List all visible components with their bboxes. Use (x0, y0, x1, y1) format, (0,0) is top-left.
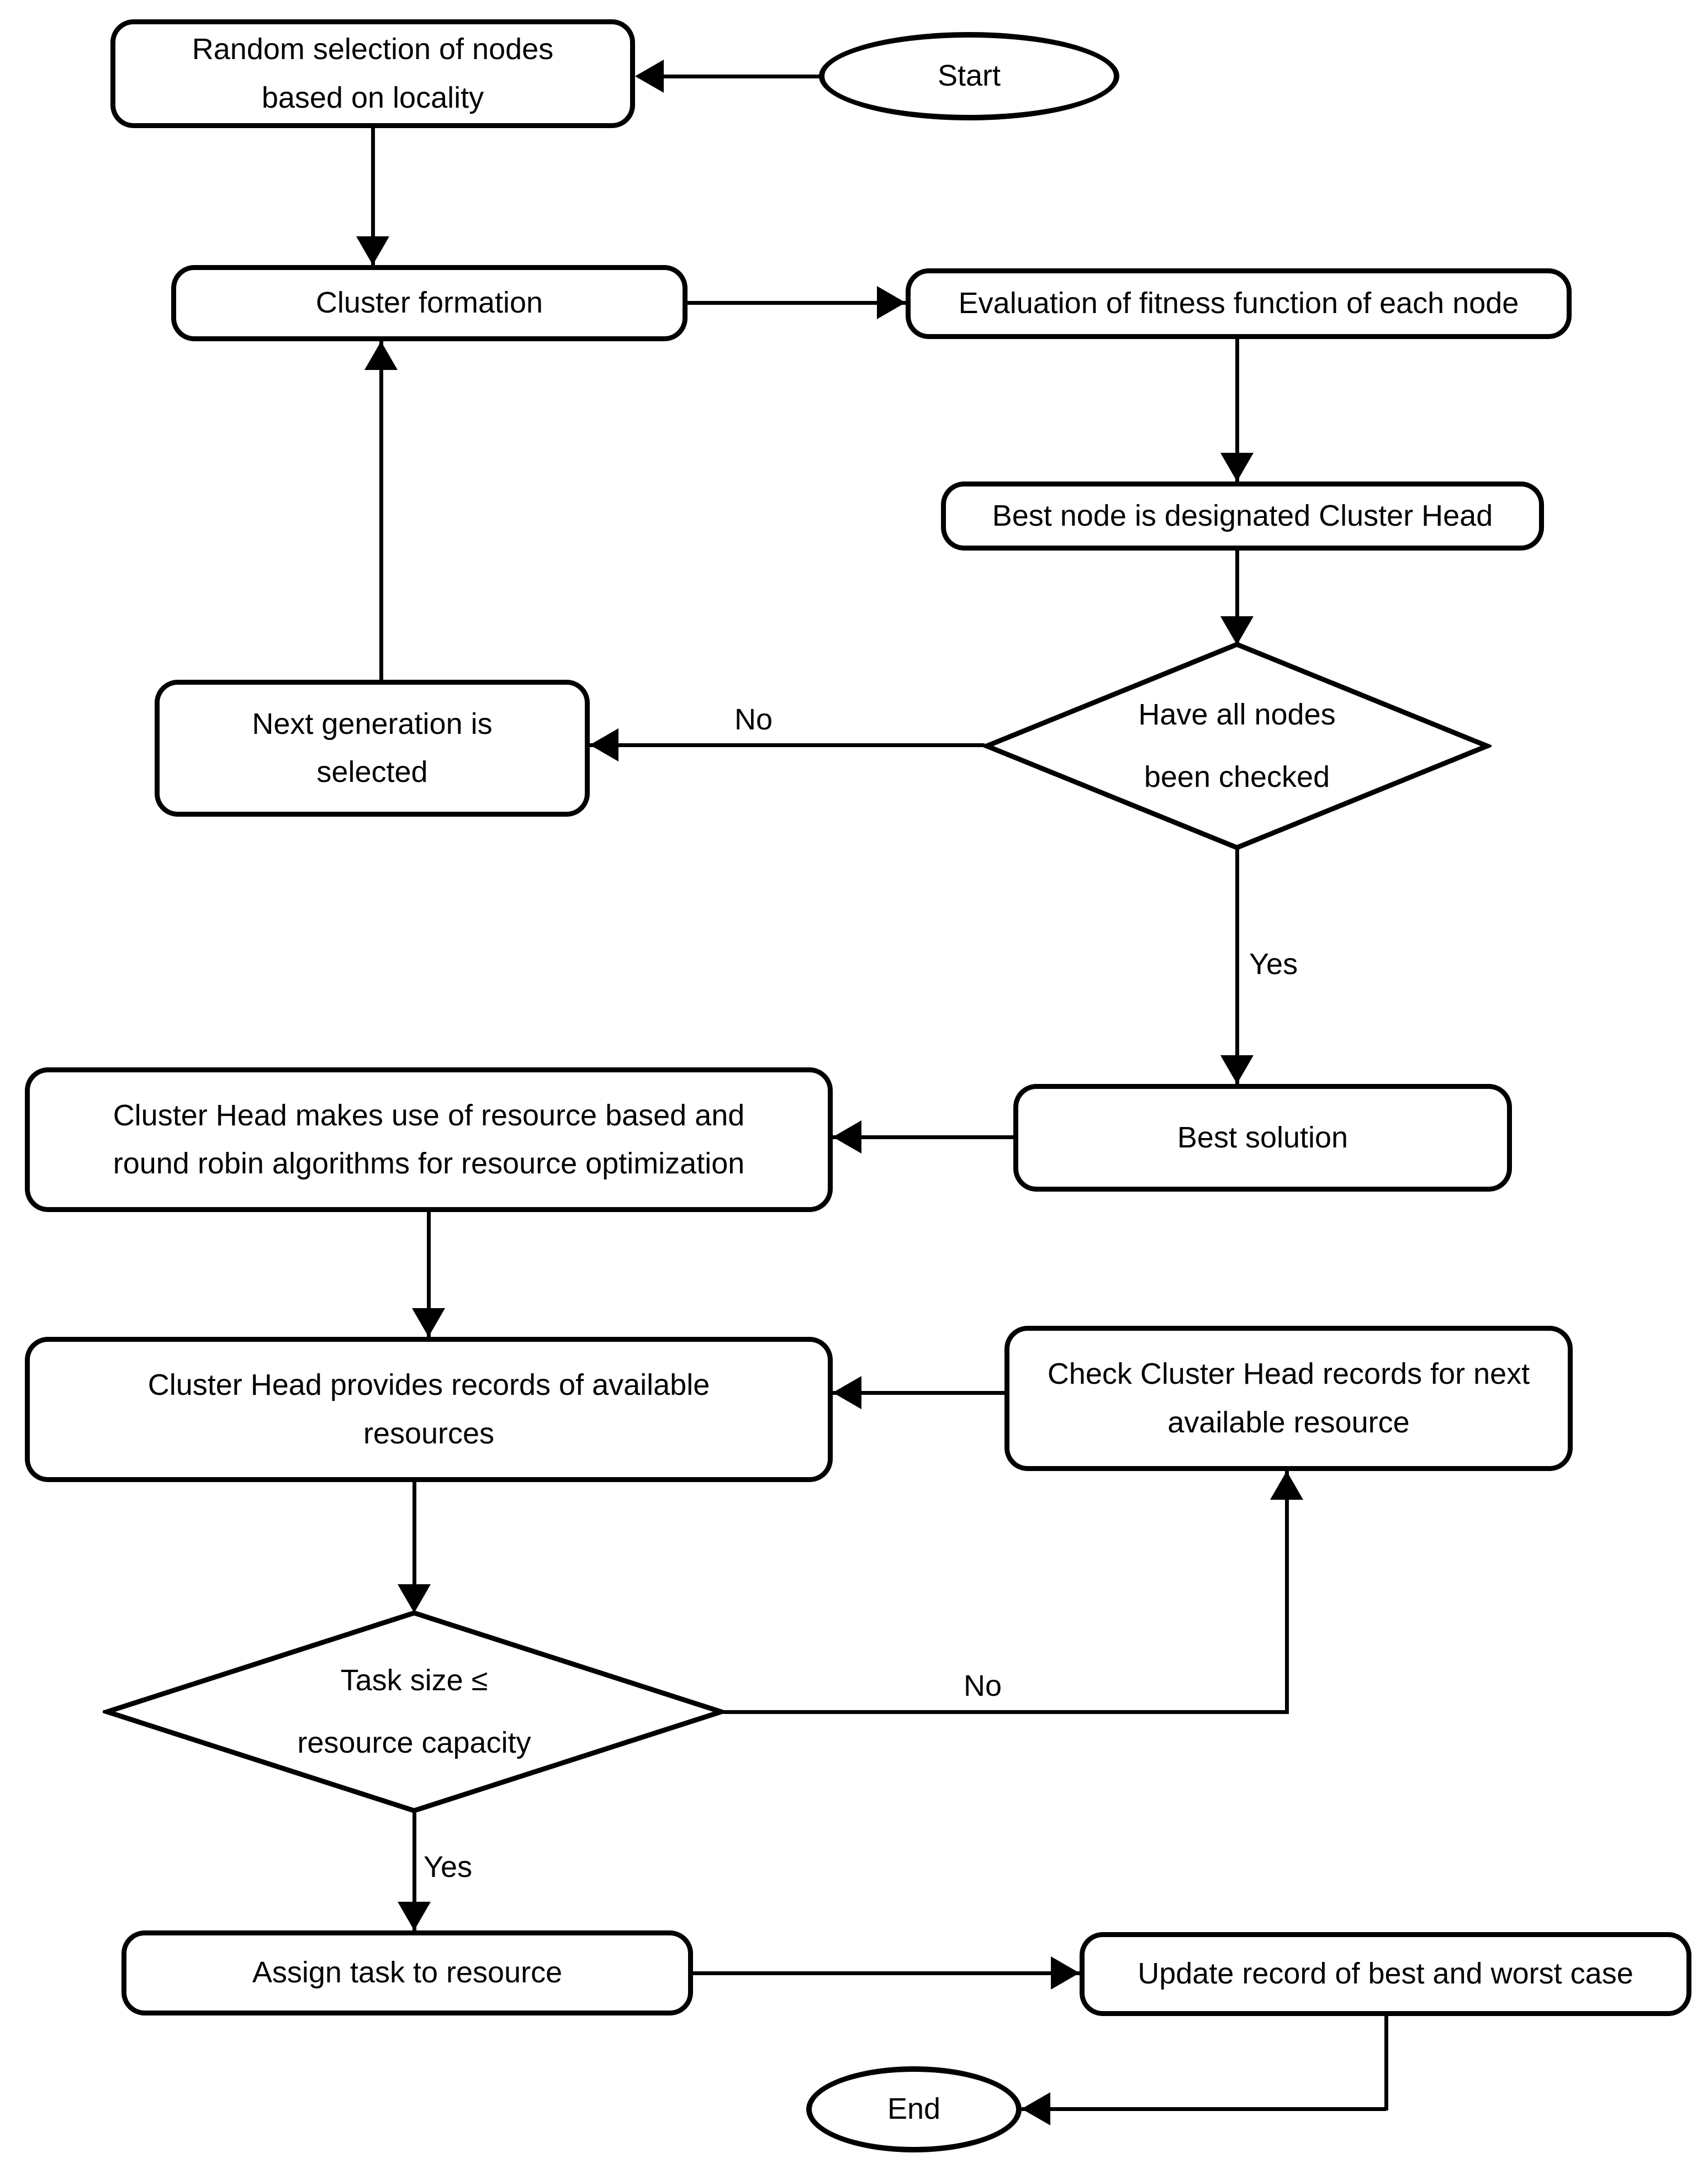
node-assign-task: Assign task to resource (121, 1930, 693, 2015)
node-random-selection: Random selection of nodes based on local… (110, 19, 635, 128)
node-evaluation: Evaluation of fitness function of each n… (906, 268, 1572, 339)
node-end-label: End (887, 2092, 941, 2126)
edge-best-solution-to-ch-optimization (833, 1135, 1013, 1139)
edge-cluster-formation-to-evaluation (688, 301, 906, 305)
node-update-record-label: Update record of best and worst case (1138, 1957, 1633, 1991)
arrowhead-into-update-record (1051, 1956, 1080, 1990)
node-cluster-formation: Cluster formation (171, 265, 688, 341)
edge-ch-records-to-task-decision (413, 1482, 416, 1610)
node-evaluation-label: Evaluation of fitness function of each n… (958, 287, 1519, 320)
node-best-node: Best node is designated Cluster Head (941, 482, 1544, 551)
edge-update-record-down (1384, 2016, 1388, 2110)
edge-best-node-to-decision (1235, 551, 1239, 646)
node-nodes-checked-decision-label: Have all nodes been checked (1138, 697, 1336, 793)
node-start-label: Start (937, 59, 1001, 93)
arrowhead-into-task-size-decision (398, 1584, 431, 1613)
arrowhead-into-end (1022, 2092, 1050, 2125)
diamond-nodes-checked-labelwrap: Have all nodes been checked (982, 640, 1492, 852)
node-task-size-decision-label: Task size ≤ resource capacity (297, 1663, 531, 1759)
edge-ch-optimization-to-ch-records (427, 1212, 431, 1337)
node-check-ch-records: Check Cluster Head records for next avai… (1004, 1326, 1573, 1471)
edge-task-decision-no-vertical (1285, 1471, 1289, 1714)
arrowhead-into-cluster-formation-top (356, 236, 389, 265)
node-best-solution-label: Best solution (1177, 1120, 1349, 1154)
node-ch-optimization: Cluster Head makes use of resource based… (25, 1067, 833, 1212)
edge-check-ch-records-to-ch-records (833, 1391, 1004, 1395)
arrowhead-into-ch-records-top (412, 1308, 445, 1337)
arrowhead-into-best-solution (1220, 1055, 1254, 1084)
arrowhead-into-assign-task (398, 1902, 431, 1930)
edge-update-record-to-end (1022, 2107, 1386, 2111)
edge-start-to-random-selection (638, 75, 820, 78)
node-next-generation-label: Next generation is selected (252, 707, 493, 789)
arrowhead-into-check-ch-records (1270, 1471, 1303, 1500)
edge-task-decision-yes-to-assign (413, 1813, 416, 1930)
node-ch-records: Cluster Head provides records of availab… (25, 1337, 833, 1482)
node-best-solution: Best solution (1013, 1084, 1512, 1192)
node-ch-optimization-label: Cluster Head makes use of resource based… (113, 1098, 745, 1180)
edge-random-selection-to-cluster-formation (371, 128, 375, 266)
edge-next-generation-to-cluster-formation (379, 341, 383, 680)
diamond-task-size-shape (103, 1610, 726, 1813)
edge-label-task-size-yes: Yes (424, 1850, 473, 1884)
node-cluster-formation-label: Cluster formation (315, 286, 543, 320)
node-check-ch-records-label: Check Cluster Head records for next avai… (1047, 1357, 1530, 1439)
node-best-node-label: Best node is designated Cluster Head (992, 499, 1493, 532)
arrowhead-into-ch-records-right (833, 1376, 861, 1409)
arrowhead-into-evaluation (877, 286, 906, 319)
diamond-nodes-checked-shape (982, 642, 1492, 850)
node-ch-records-label: Cluster Head provides records of availab… (147, 1368, 710, 1450)
edge-decision-yes-to-best-solution (1235, 849, 1239, 1084)
node-end: End (806, 2066, 1022, 2152)
arrowhead-into-cluster-formation-bottom (364, 341, 398, 370)
arrowhead-into-nodes-checked-decision (1220, 616, 1254, 645)
node-update-record: Update record of best and worst case (1080, 1932, 1691, 2016)
node-start: Start (819, 32, 1119, 120)
arrowhead-into-best-node (1220, 453, 1254, 482)
arrowhead-into-ch-optimization (833, 1120, 861, 1154)
edge-evaluation-to-best-node (1235, 339, 1239, 482)
edge-label-nodes-checked-yes: Yes (1249, 948, 1298, 981)
node-assign-task-label: Assign task to resource (252, 1956, 563, 1990)
arrowhead-into-next-generation (590, 728, 618, 761)
edge-label-nodes-checked-no: No (734, 703, 773, 736)
edge-label-task-size-no: No (964, 1669, 1002, 1702)
edge-assign-to-update-record (693, 1971, 1080, 1975)
edge-decision-no-to-next-generation (590, 743, 985, 747)
diamond-nodes-checked-decision (982, 642, 1492, 850)
edge-task-decision-no-horizontal (723, 1710, 1288, 1714)
diamond-task-size-labelwrap: Task size ≤ resource capacity (103, 1609, 726, 1815)
arrowhead-into-random-selection (635, 60, 664, 93)
node-next-generation: Next generation is selected (155, 680, 590, 817)
diamond-task-size-decision (103, 1610, 726, 1813)
node-random-selection-label: Random selection of nodes based on local… (192, 33, 554, 114)
